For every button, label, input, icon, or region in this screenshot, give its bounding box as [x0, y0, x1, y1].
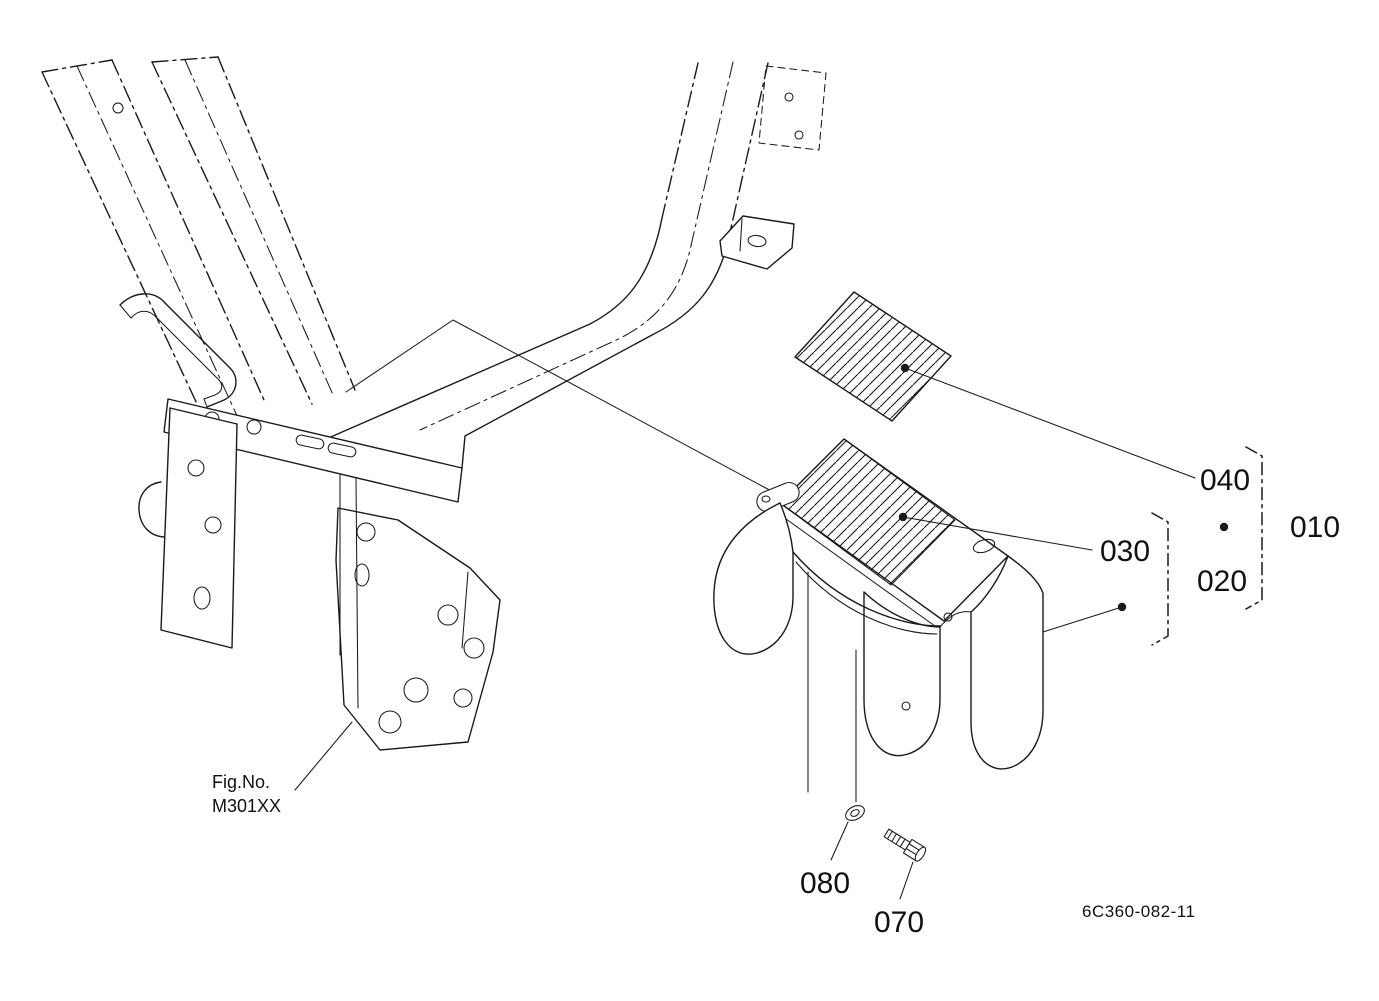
callout-label-080: 080 [800, 867, 850, 900]
leader-lines [294, 363, 1263, 900]
leader-dot-010 [1219, 522, 1229, 532]
frame-posts [41, 56, 356, 437]
callout-label-010: 010 [1290, 511, 1340, 544]
callout-label-040: 040 [1200, 464, 1250, 497]
frame-tube [309, 61, 769, 469]
drawing-number: 6C360-082-11 [1082, 902, 1195, 921]
callout-label-070: 070 [874, 906, 924, 939]
dashed-plate [758, 65, 827, 151]
lower-mount-bracket [335, 507, 501, 751]
leader-dot-040 [900, 363, 910, 373]
side-plate [160, 407, 238, 649]
post-hole [112, 102, 124, 114]
top-rail [163, 398, 463, 503]
hatched-pad-040 [794, 291, 952, 422]
projection-line [345, 319, 789, 501]
spring-washer-080 [845, 805, 865, 821]
hatched-pad-030 [779, 438, 956, 586]
frame-bracket-assembly [119, 293, 501, 751]
figure-ref-line2: M301XX [212, 796, 281, 816]
leader-dot-020 [1117, 602, 1127, 612]
bolt-070 [883, 828, 927, 862]
hardware [807, 571, 927, 862]
group-bracket-020 [1151, 512, 1169, 646]
group-bracket-010 [1245, 446, 1263, 610]
callout-label-030: 030 [1100, 535, 1150, 568]
figure-ref-line1: Fig.No. [212, 772, 270, 792]
leader-dot-030 [898, 512, 908, 522]
labels: 040 010 030 020 080 070 Fig.No. M301XX 6… [212, 464, 1340, 939]
callout-label-020: 020 [1197, 565, 1247, 598]
tab-bracket [719, 215, 795, 270]
mount-bracket-020 [713, 438, 1044, 770]
